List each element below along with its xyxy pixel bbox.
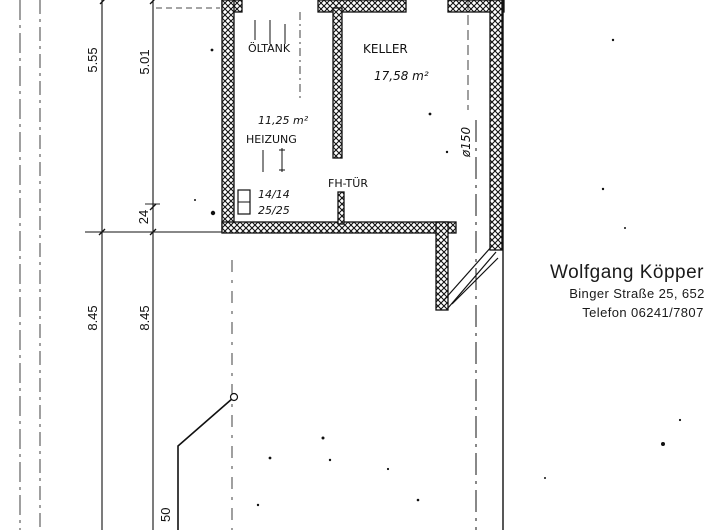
dim-pipe: ø150 [459, 127, 473, 159]
label-heizung: HEIZUNG [246, 133, 297, 146]
wall-step [435, 221, 449, 311]
wall-left [221, 0, 235, 233]
label-keller-area: 17,58 m² [374, 69, 429, 83]
stamp-phone: Telefon 06241/7807 [582, 305, 704, 320]
ramp-diagonal [443, 245, 499, 309]
label-vent-2: 25/25 [258, 204, 290, 217]
label-vent-1: 14/14 [258, 188, 290, 201]
dim-inner-top: 5.01 [137, 49, 152, 74]
dim-wall: 24 [136, 210, 151, 224]
label-oeltank: ÖLTANK [248, 42, 291, 55]
label-keller: KELLER [363, 42, 408, 56]
wall-top-mid [317, 0, 407, 13]
dim-bottom-partial: 50 [158, 508, 173, 522]
door-swing [177, 397, 234, 530]
wall-partition [332, 7, 343, 159]
architect-stamp: Wolfgang Köpper Binger Straße 25, 652 Te… [520, 262, 720, 322]
label-heizung-area: 11,25 m² [258, 114, 309, 127]
scan-specks [194, 38, 682, 507]
dim-inner-bottom: 8.45 [137, 305, 152, 330]
dimension-lines [19, 0, 222, 530]
wall-partition-lower [337, 191, 345, 225]
wall-right-upper [489, 0, 503, 251]
dim-outer-top: 5.55 [85, 47, 100, 72]
tank-markers [237, 20, 286, 215]
ground-floor-lines [177, 260, 239, 530]
boundary-lines [467, 0, 504, 530]
stamp-name: Wolfgang Köpper [550, 262, 704, 283]
basement-walls [221, 0, 505, 311]
stamp-address: Binger Straße 25, 652 [569, 286, 705, 301]
dim-outer-bottom: 8.45 [85, 305, 100, 330]
label-door: FH-TÜR [328, 177, 368, 190]
